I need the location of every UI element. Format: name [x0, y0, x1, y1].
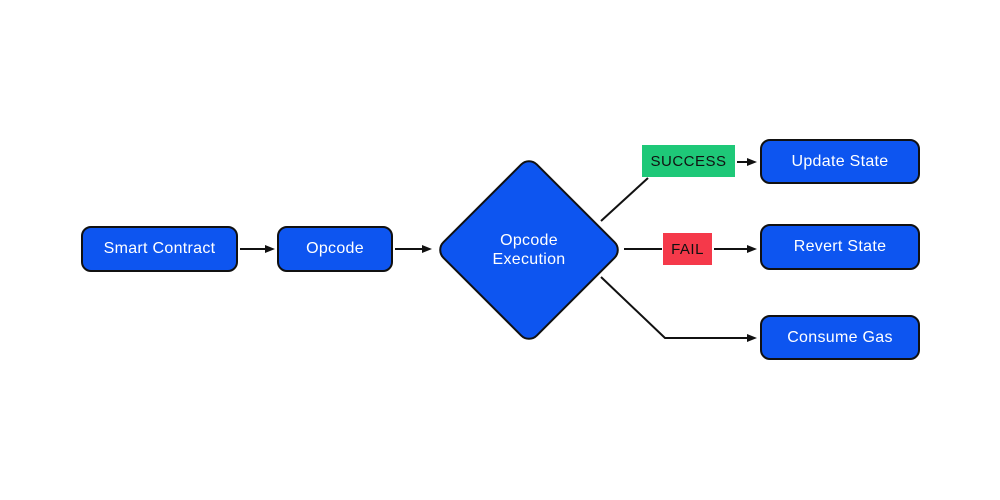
node-consume-gas-label: Consume Gas — [787, 328, 893, 346]
node-opcode: Opcode — [277, 226, 393, 272]
node-revert-state-label: Revert State — [793, 238, 887, 255]
node-update-state: Update State — [760, 139, 920, 184]
edge-opcode-execution-to-success-label — [600, 177, 649, 222]
node-update-state-label: Update State — [791, 152, 889, 170]
node-opcode-execution: Opcode Execution — [434, 155, 624, 345]
node-opcode-label: Opcode — [306, 240, 364, 257]
node-opcode-execution-label: Opcode Execution — [492, 231, 566, 268]
edge-label-success: SUCCESS — [642, 145, 735, 177]
edge-opcode-execution-to-consume-gas — [600, 276, 757, 342]
node-smart-contract: Smart Contract — [81, 226, 238, 272]
node-revert-state: Revert State — [760, 224, 920, 270]
node-consume-gas: Consume Gas — [760, 315, 920, 360]
edge-label-fail: FAIL — [663, 233, 712, 265]
node-smart-contract-label: Smart Contract — [103, 240, 216, 257]
